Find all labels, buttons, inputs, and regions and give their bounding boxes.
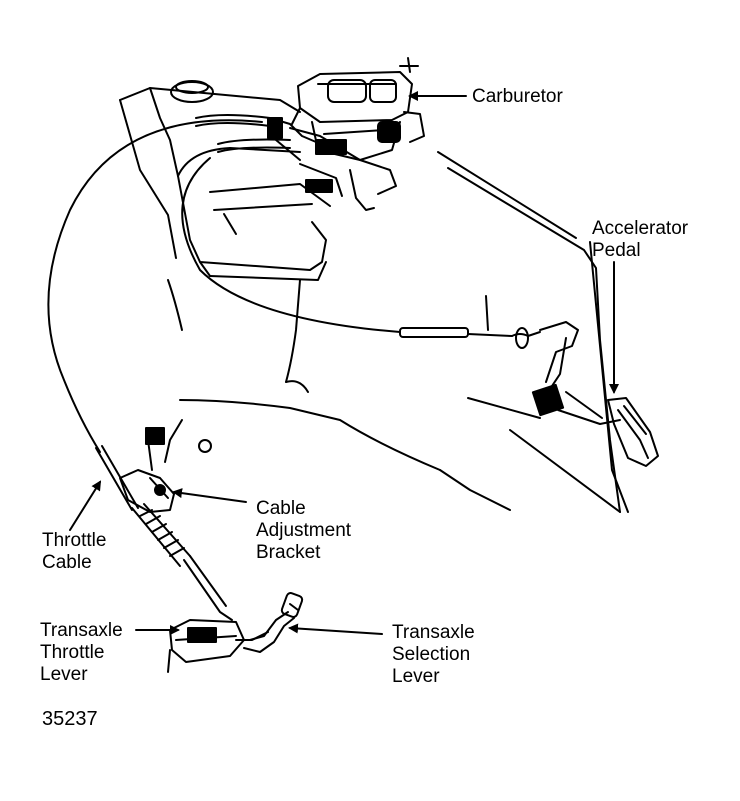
cable-adjustment-bracket: [119, 427, 175, 513]
throttle-cable-label: Throttle Cable: [42, 530, 107, 573]
transaxle-selection-lever: [243, 592, 304, 653]
throttle-cable-housing: [95, 445, 233, 621]
carburetor: [267, 57, 425, 211]
leader-arrows: [69, 91, 619, 635]
accelerator-pedal-label: Accelerator Pedal: [592, 218, 689, 261]
cable-adjustment-bracket-label: Cable Adjustment Bracket: [256, 498, 352, 563]
transaxle-selection-lever-arrow: [288, 623, 383, 635]
throttle-cable-arrow: [69, 480, 102, 531]
carburetor-label: Carburetor: [472, 86, 563, 107]
accelerator-cable: [181, 157, 541, 349]
transaxle-selection-lever-label: Transaxle Selection Lever: [392, 622, 475, 687]
engine-housing: [119, 80, 511, 511]
transaxle-throttle-lever: [167, 619, 269, 673]
throttle-cable: [47, 119, 263, 453]
accelerator-pedal: [531, 321, 659, 467]
engine-hoses: [195, 114, 291, 153]
firewall-panel: [437, 151, 629, 513]
transaxle-throttle-lever-label: Transaxle Throttle Lever: [40, 620, 123, 685]
figure-id: 35237: [42, 708, 98, 730]
cable-adjustment-bracket-arrow: [172, 488, 247, 503]
